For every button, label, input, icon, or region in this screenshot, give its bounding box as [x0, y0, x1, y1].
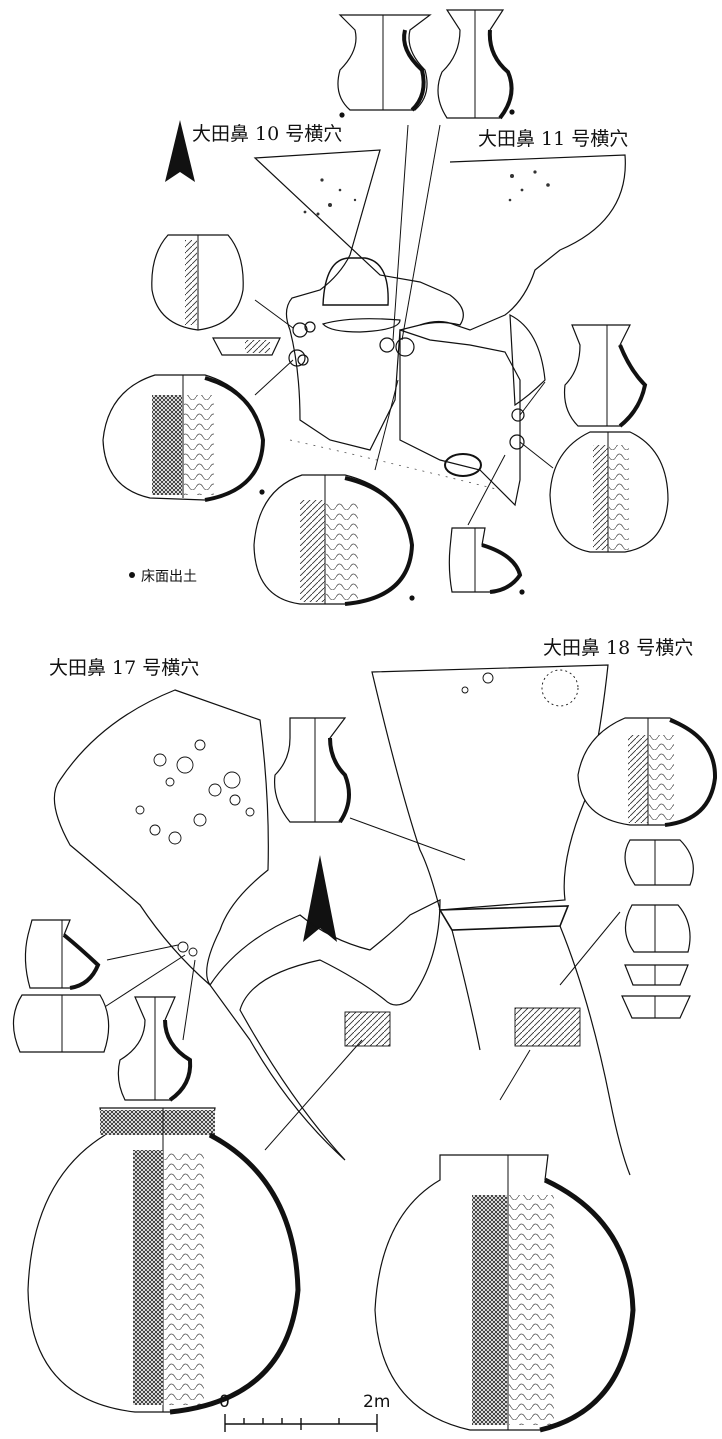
tomb10-chamber-plan — [253, 149, 464, 451]
vessel-lower-right-small-2 — [624, 904, 691, 953]
tomb18-label: 大田鼻 18 号横穴 — [541, 637, 696, 659]
vessel-lower-left-tall — [117, 996, 193, 1102]
vessel-large-bottom — [253, 474, 415, 606]
vessel-left-jar — [151, 234, 244, 331]
in-situ-vessels-upper — [288, 321, 525, 450]
tomb18-chamber-plan — [371, 664, 609, 911]
finds-cluster-tomb17 — [135, 739, 255, 957]
small-finds-upper — [303, 170, 550, 216]
vessel-top-left — [337, 14, 432, 112]
vessel-lower-right-big — [577, 717, 718, 827]
leader-lines-lower — [99, 817, 621, 1151]
tomb11-label: 大田鼻 11 号横穴 — [476, 128, 631, 150]
vessel-lower-left-1 — [24, 919, 101, 990]
tomb17-passage — [209, 899, 441, 1161]
vessel-large-left — [102, 374, 266, 502]
tomb17-label: 大田鼻 17 号横穴 — [47, 657, 202, 679]
north-arrow-upper-icon — [165, 120, 195, 182]
vessel-lower-right-bowl-2 — [621, 995, 691, 1019]
vessel-lower-right-bowl-1 — [624, 964, 689, 986]
tomb18-corridor — [451, 925, 631, 1176]
vessel-top-right — [437, 9, 514, 120]
vessel-giant-left — [27, 1107, 301, 1415]
legend-dot-icon — [129, 572, 135, 578]
tomb11-side-niche — [509, 314, 546, 407]
scale-start-label: 0 — [219, 1392, 230, 1412]
legend-floor-find: 床面出土 — [141, 569, 197, 585]
floor-find-dots-upper — [259, 109, 525, 601]
vessel-lower-left-2 — [12, 994, 110, 1053]
tomb10-label: 大田鼻 10 号横穴 — [190, 123, 345, 145]
blocking-stone-2 — [321, 318, 401, 333]
tomb11-chamber-plan — [419, 154, 626, 331]
vessel-lower-right-small-1 — [624, 839, 694, 886]
vessel-right-round — [549, 431, 669, 553]
tomb17-chamber-plan — [53, 689, 269, 986]
north-arrow-lower-icon — [303, 855, 337, 942]
scale-bar — [224, 1414, 378, 1432]
vessel-small-bottom-right — [448, 527, 523, 594]
blocking-stone-1 — [322, 257, 389, 306]
tomb11-lower-chamber — [399, 329, 521, 507]
vessel-small-bowl — [212, 337, 281, 356]
vessel-lower-upper-middle — [273, 717, 351, 824]
tomb18-doorway — [438, 905, 570, 931]
vessel-right-tall — [563, 324, 648, 428]
finds-cluster-tomb18 — [344, 669, 581, 1047]
blocking-stone-3 — [444, 453, 482, 477]
vessel-giant-right — [374, 1154, 636, 1433]
leader-lines-upper — [254, 124, 554, 526]
scale-end-label: 2m — [363, 1392, 391, 1412]
